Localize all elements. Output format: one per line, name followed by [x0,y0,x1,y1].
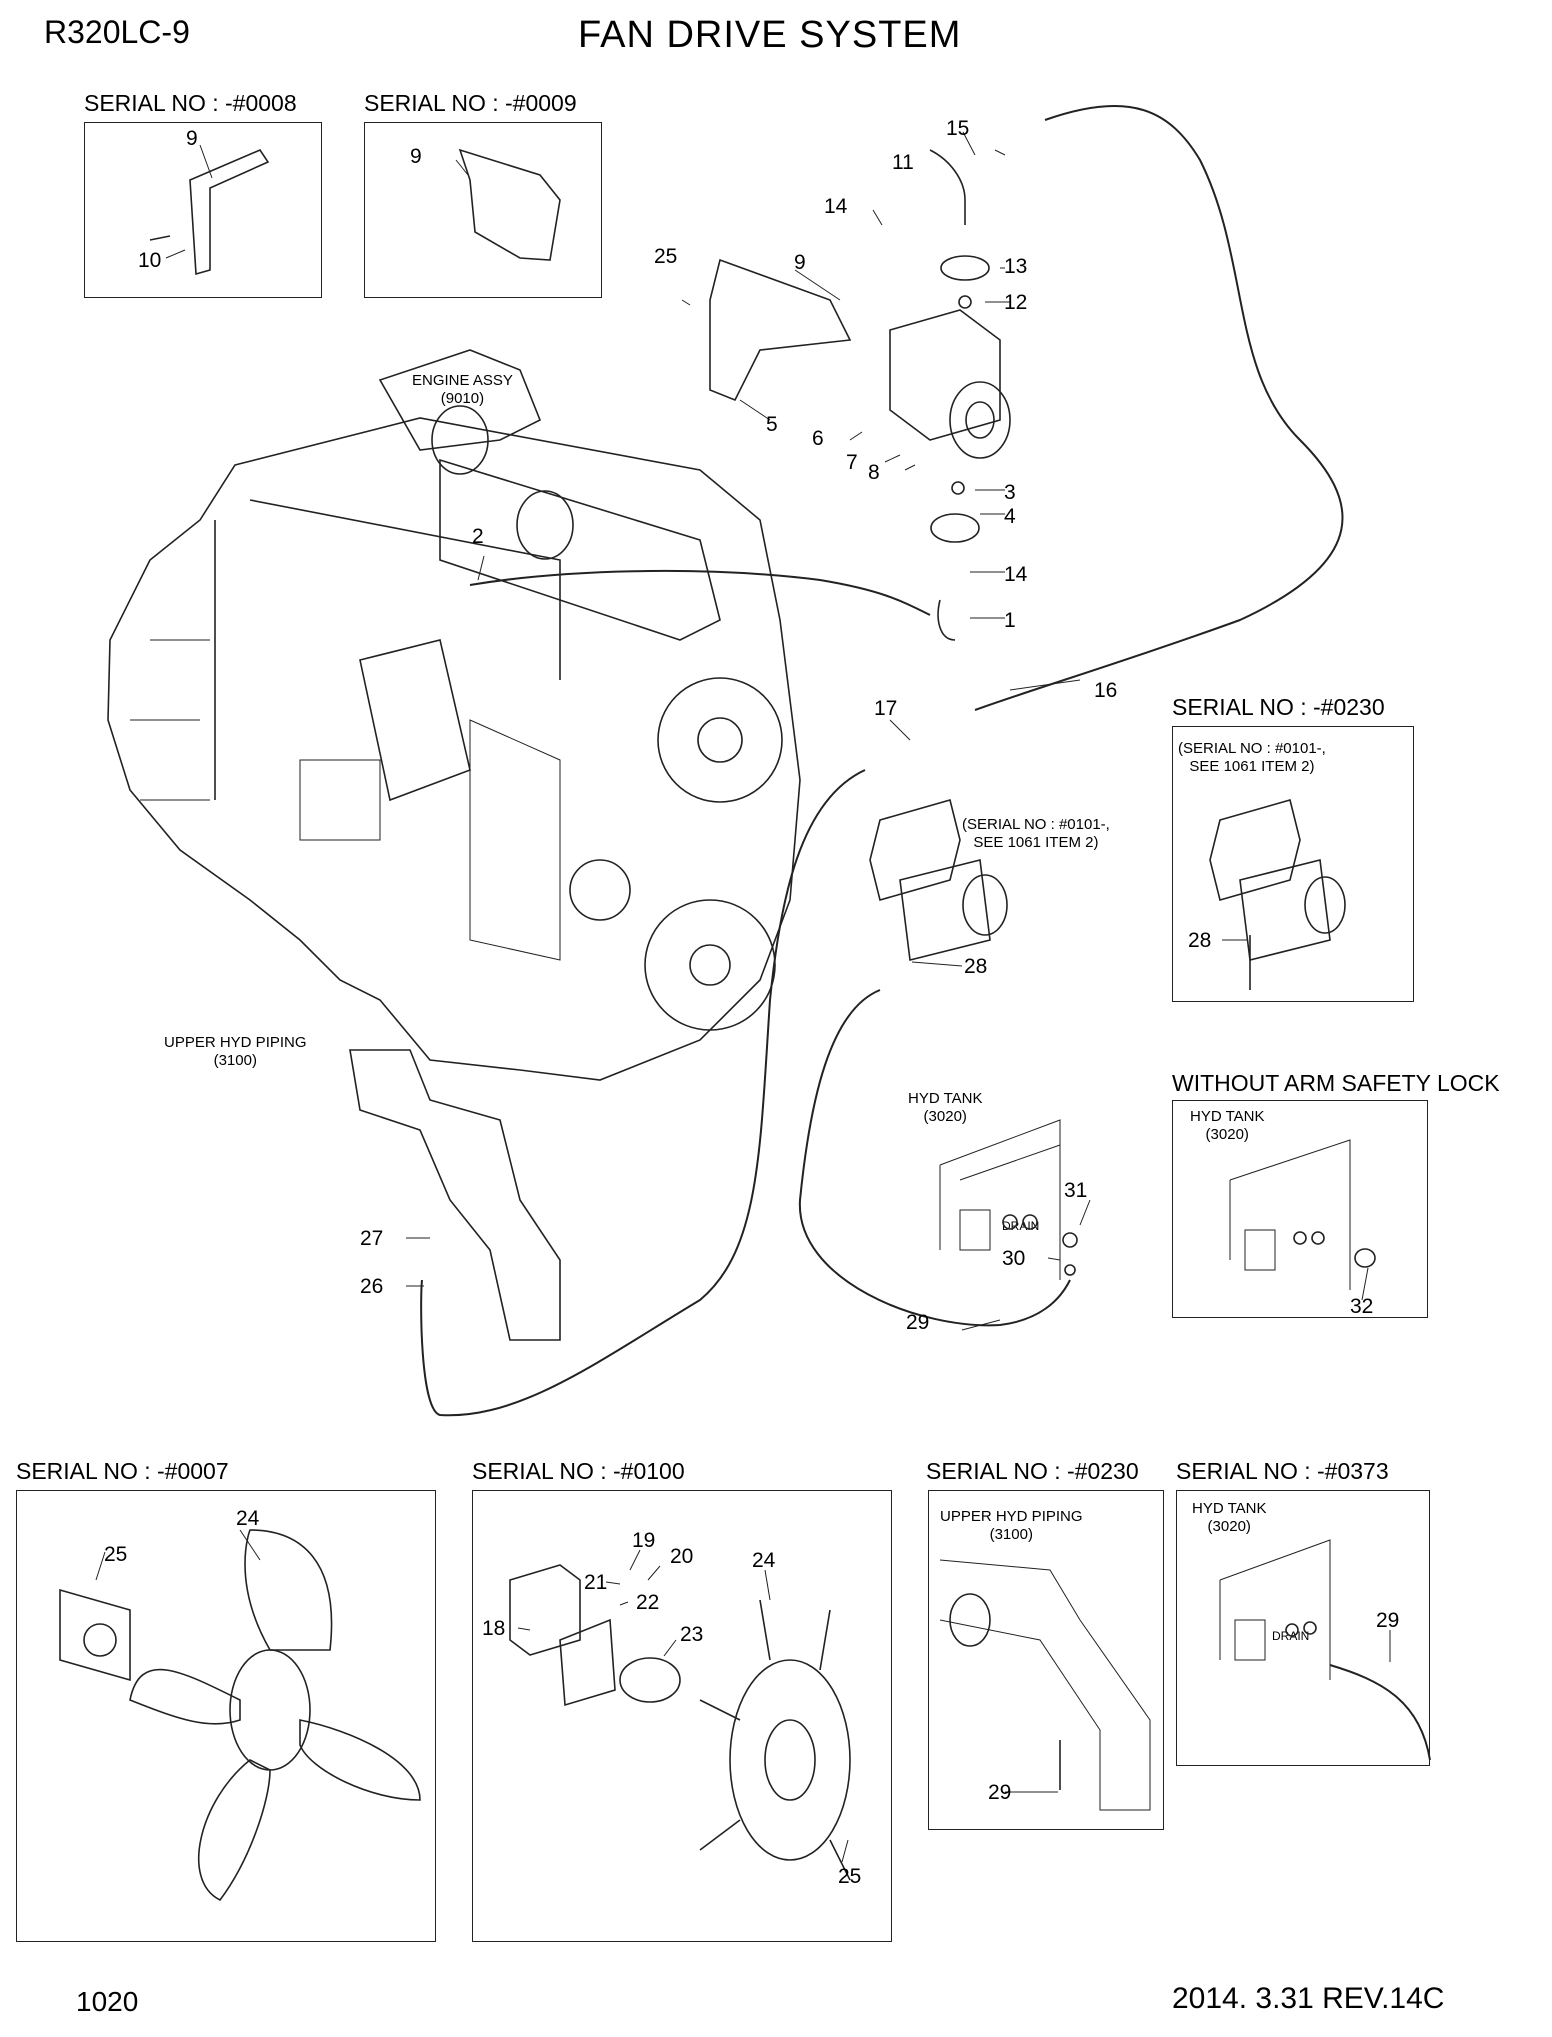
callout-32: 32 [1350,1295,1374,1318]
serial-label-0100: SERIAL NO : -#0100 [472,1458,685,1484]
inset-box-0009 [364,122,602,298]
bracket-0008-illustration [149,149,270,276]
callout-10: 10 [138,249,162,272]
callout-26: 26 [360,1275,384,1298]
callout-21: 21 [584,1571,608,1594]
callout-28-inset: 28 [1188,929,1212,952]
callout-4: 4 [1004,505,1016,528]
callout-27: 27 [360,1227,384,1250]
callout-3: 3 [1004,481,1016,504]
caption-see-1061-main: (SERIAL NO : #0101-, SEE 1061 ITEM 2) [962,816,1110,851]
serial-label-0008: SERIAL NO : -#0008 [84,90,297,116]
callout-8: 8 [868,461,880,484]
inset-hyd-tank-without-lock-illustration [1229,1139,1376,1290]
hose-line-supply [420,769,866,1417]
upper-hyd-piping-illustration [349,1049,561,1341]
callout-13: 13 [1004,255,1028,278]
page-number: 1020 [76,1986,139,2017]
callout-16: 16 [1094,679,1118,702]
callout-22: 22 [636,1591,660,1614]
revision-date: 2014. 3.31 REV.14C [1172,1982,1445,2015]
callout-9-main: 9 [794,251,806,274]
fan-pump-illustration [709,149,1011,641]
fan-0100-illustration [509,1564,851,1881]
callout-24-0007: 24 [236,1507,260,1530]
serial-label-0009: SERIAL NO : -#0009 [364,90,577,116]
inset-box-0230-top [1172,726,1414,1002]
without-arm-safety-lock-label: WITHOUT ARM SAFETY LOCK [1172,1070,1500,1096]
serial-label-0373: SERIAL NO : -#0373 [1176,1458,1389,1484]
callout-11: 11 [892,151,914,174]
caption-hyd-tank-0373: HYD TANK (3020) [1192,1500,1267,1535]
inset-box-0100 [472,1490,892,1942]
callout-9-0009: 9 [410,145,422,168]
callout-23: 23 [680,1623,704,1646]
fan-0007-illustration [59,1529,421,1902]
inset-box-0007 [16,1490,436,1942]
callout-15: 15 [946,117,970,140]
caption-see-1061-inset: (SERIAL NO : #0101-, SEE 1061 ITEM 2) [1178,740,1326,775]
callout-19: 19 [632,1529,656,1552]
inset-motor-0230-illustration [1209,799,1346,990]
hyd-tank-main-illustration [939,1119,1078,1280]
hose-line-2 [469,569,931,616]
callout-29-0373: 29 [1376,1609,1400,1632]
inset-box-without-lock [1172,1100,1428,1318]
bracket-0009-illustration [458,148,561,261]
callout-25-0100: 25 [838,1865,862,1888]
callout-14-bottom: 14 [1004,563,1028,586]
callout-7: 7 [846,451,858,474]
caption-upper-hyd-piping: UPPER HYD PIPING (3100) [164,1034,307,1069]
hose-line-16 [974,105,1344,711]
inset-upper-hyd-piping-0230-illustration [939,1559,1151,1811]
inset-hyd-tank-0373-illustration [1219,1539,1431,1761]
model-number: R320LC-9 [44,14,190,50]
fan-motor-illustration [869,799,1008,961]
callout-31: 31 [1064,1179,1088,1202]
callout-28-main: 28 [964,955,988,978]
hose-line-29 [798,989,1071,1327]
callout-25-top: 25 [654,245,678,268]
callout-14-top: 14 [824,195,848,218]
callout-5: 5 [766,413,778,436]
inset-box-0230-bottom [928,1490,1164,1830]
callout-6: 6 [812,427,824,450]
caption-engine-assy: ENGINE ASSY (9010) [412,372,513,407]
callout-30: 30 [1002,1247,1026,1270]
callout-29-main: 29 [906,1311,930,1334]
caption-hyd-tank-main: HYD TANK (3020) [908,1090,983,1125]
callout-17: 17 [874,697,898,720]
serial-label-0007: SERIAL NO : -#0007 [16,1458,229,1484]
serial-label-0230-bottom: SERIAL NO : -#0230 [926,1458,1139,1484]
inset-box-0373 [1176,1490,1430,1766]
callout-2: 2 [472,525,484,548]
page-title: FAN DRIVE SYSTEM [578,14,962,56]
callout-20: 20 [670,1545,694,1568]
callout-9-0008: 9 [186,127,198,150]
callout-29-0230: 29 [988,1781,1012,1804]
serial-label-0230-top: SERIAL NO : -#0230 [1172,694,1385,720]
inset-box-0008 [84,122,322,298]
callout-1: 1 [1004,609,1016,632]
callout-18: 18 [482,1617,506,1640]
callout-25-0007: 25 [104,1543,128,1566]
engine-assy-illustration [107,349,801,1081]
caption-upper-hyd-piping-0230: UPPER HYD PIPING (3100) [940,1508,1083,1543]
caption-hyd-tank-without-lock: HYD TANK (3020) [1190,1108,1265,1143]
callout-24-0100: 24 [752,1549,776,1572]
callout-12: 12 [1004,291,1028,314]
